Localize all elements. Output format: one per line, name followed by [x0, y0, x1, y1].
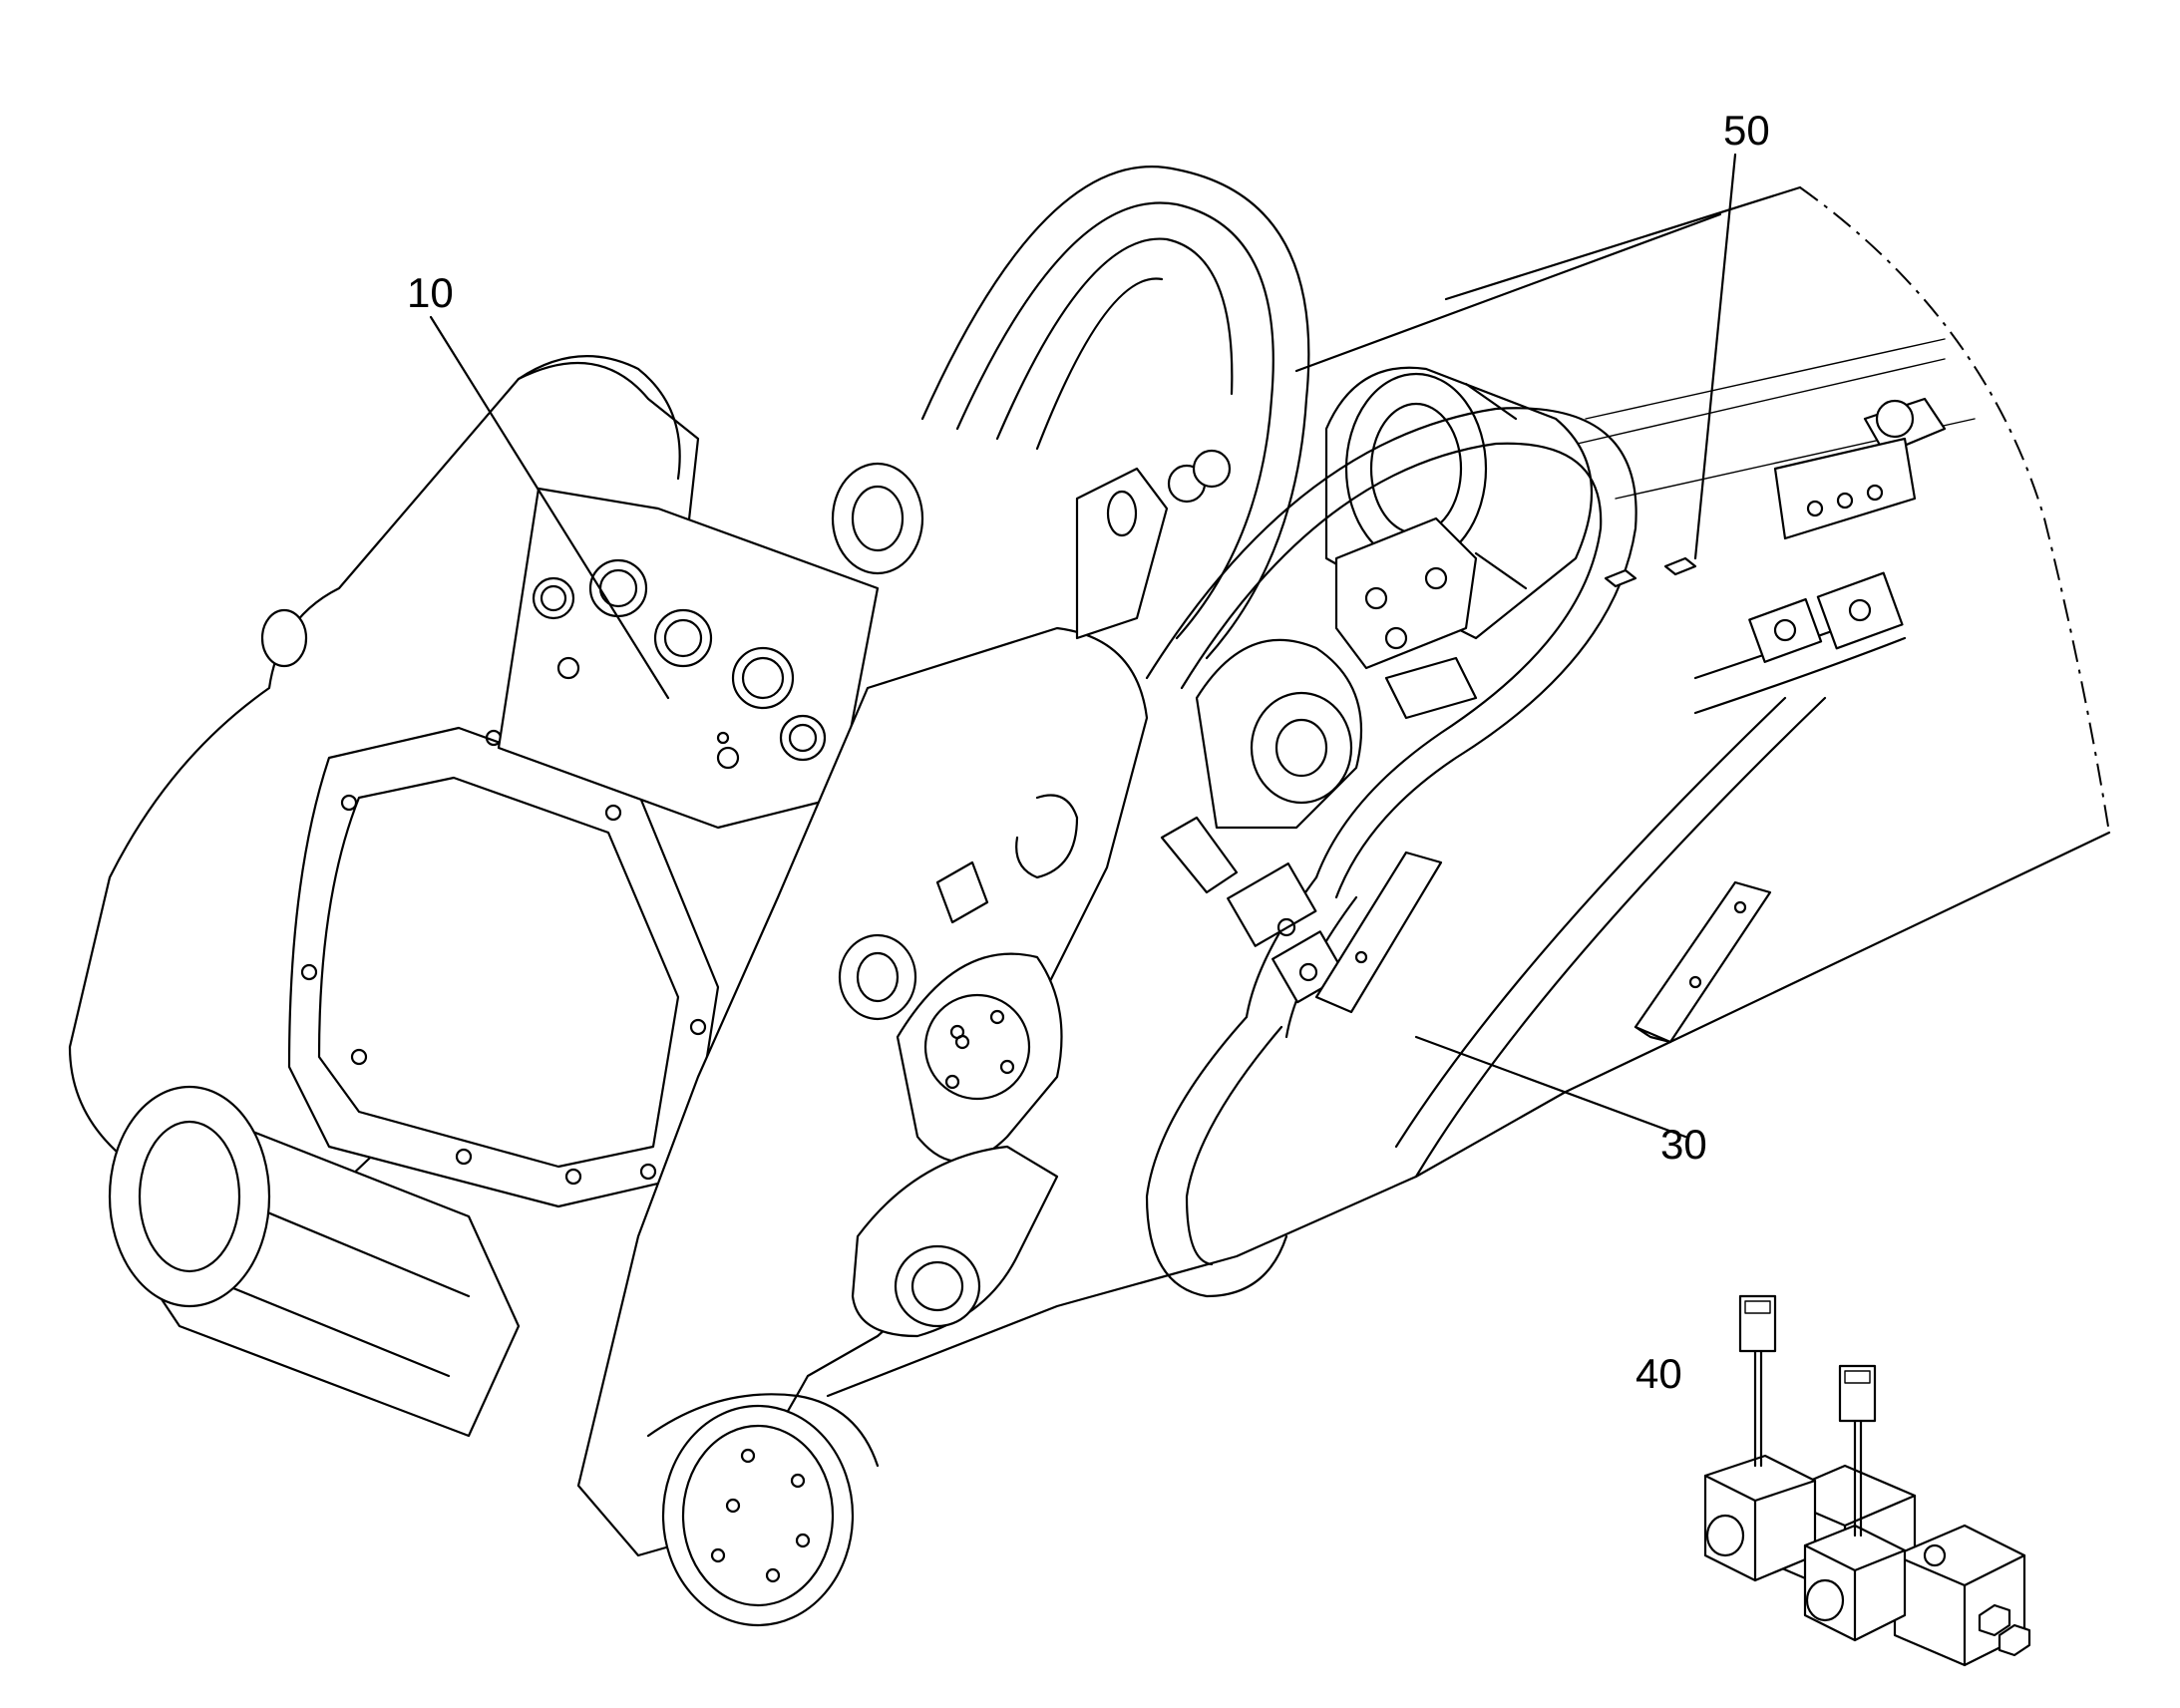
wedge-block-right	[1634, 880, 1772, 1044]
pivot-boss-center	[838, 933, 1063, 1163]
leader-line-30	[1414, 1035, 1687, 1139]
sensor-kit-part-40	[1703, 1294, 2031, 1667]
callout-40: 40	[1635, 1350, 1682, 1397]
leader-line-10	[429, 315, 670, 700]
callout-50: 50	[1723, 107, 1770, 154]
arm-bracket-plate	[1773, 437, 1917, 540]
wedge-block-middle	[1314, 851, 1443, 1014]
callout-30: 30	[1660, 1121, 1707, 1168]
hydraulic-hose-upper-loop	[920, 165, 1310, 660]
hose-fitting-group	[1227, 571, 1904, 1004]
manufacturer-emblem	[935, 860, 989, 924]
pivot-boss-right	[1160, 638, 1363, 894]
locking-hook-lower	[851, 1145, 1059, 1338]
callout-10: 10	[407, 269, 454, 316]
upper-link	[831, 449, 1232, 640]
hydraulic-hose-middle-loop	[1145, 407, 1637, 899]
arm-section-outline	[826, 185, 2111, 1398]
sensor-connector-2	[1838, 1364, 1877, 1423]
leader-line-50	[1693, 153, 1737, 560]
bottom-hub	[646, 1393, 880, 1627]
valve-block	[1334, 516, 1478, 720]
leader-lines	[429, 153, 1737, 1139]
sensor-block-small	[1604, 556, 1697, 588]
sensor-connector-1	[1738, 1294, 1777, 1353]
cutaway-break-line	[1799, 186, 2110, 834]
top-plate-part-10	[497, 487, 880, 830]
